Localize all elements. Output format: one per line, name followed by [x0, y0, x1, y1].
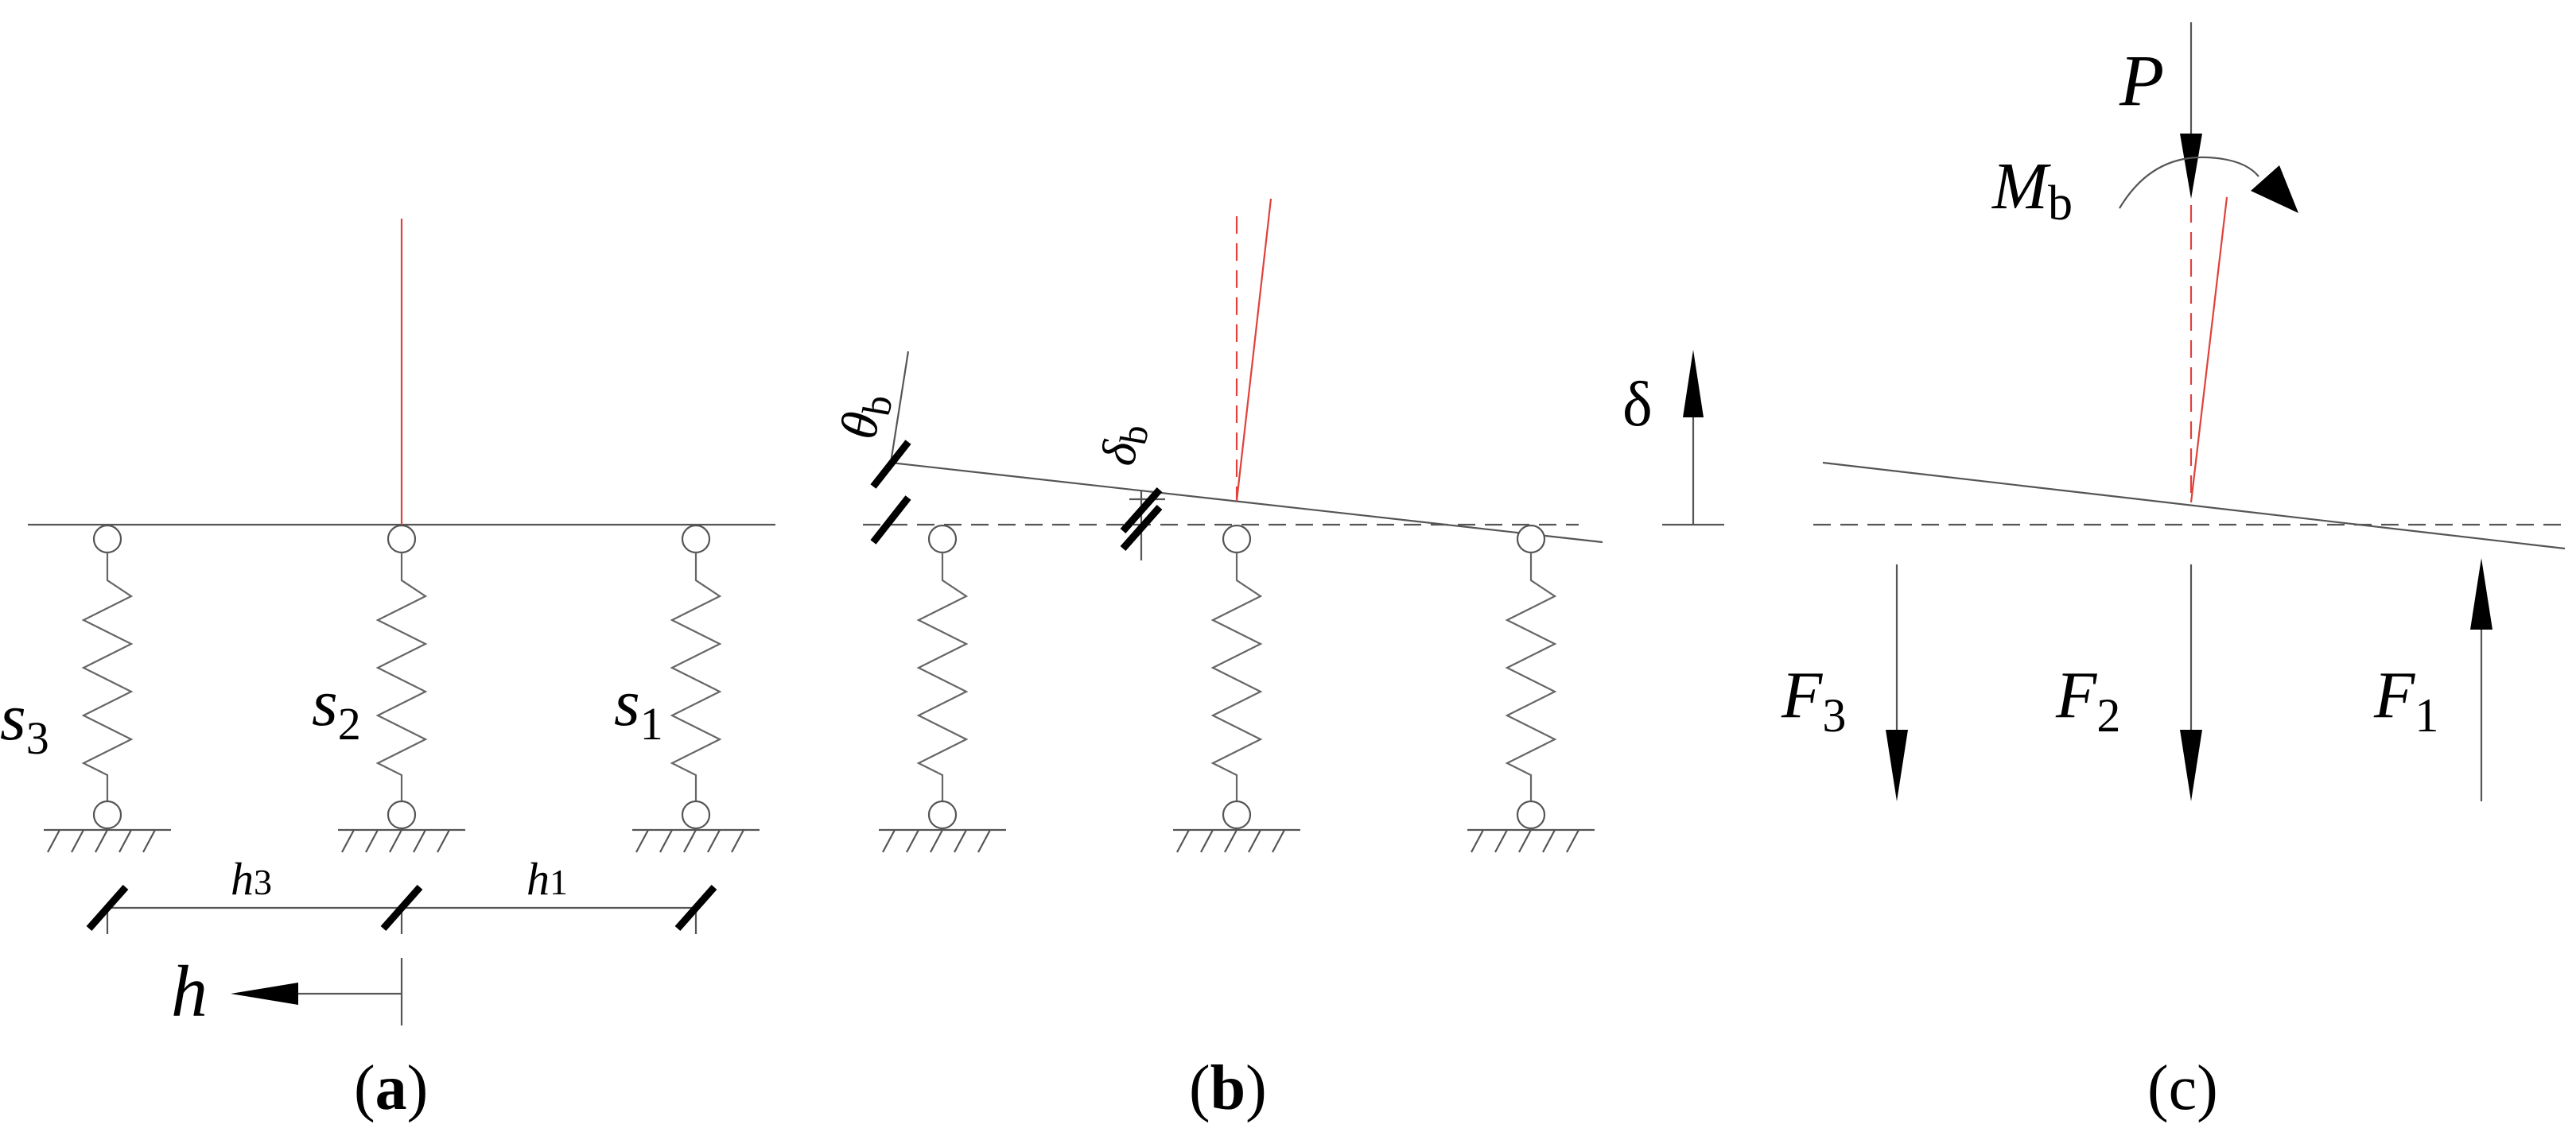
spring-label-s3: s3 — [0, 680, 49, 764]
spring-label-s2: s2 — [312, 666, 361, 750]
force-label-f2: F2 — [2055, 658, 2120, 742]
moment-label-mb: Mb — [1991, 149, 2073, 231]
panel-a: s3 s2 s1 h3 h1 h (a) — [0, 219, 775, 1123]
theta-reference-line — [889, 351, 910, 463]
rotated-rod-c — [2189, 196, 2228, 503]
rotated-rod-b — [1235, 198, 1272, 502]
force-label-f3: F3 — [1781, 658, 1846, 742]
delta-b-label: δb — [1091, 419, 1157, 471]
spring-a-left — [44, 524, 171, 853]
load-arrow-p — [2180, 22, 2202, 199]
delta-b-marker — [1120, 487, 1165, 560]
theta-b-label: θb — [830, 388, 901, 444]
force-arrow-f1 — [2470, 558, 2492, 801]
delta-label: δ — [1622, 370, 1653, 440]
panel-c: δ P Mb F3 F2 F1 — [1622, 22, 2566, 1123]
force-arrow-f3 — [1886, 564, 1908, 801]
tilted-beam-c — [1822, 461, 2566, 550]
h-axis-label: h — [171, 951, 208, 1032]
tilted-beam-b — [890, 461, 1603, 544]
spring-a-right — [632, 524, 760, 853]
h-axis-arrow — [231, 958, 403, 1026]
force-arrow-f2 — [2180, 564, 2202, 801]
moment-arrow-mb — [2119, 156, 2298, 213]
theta-b-marker — [870, 440, 911, 545]
force-label-f1: F1 — [2373, 658, 2438, 742]
spring-b-right — [1467, 524, 1595, 853]
dim-label-h1: h1 — [526, 853, 568, 905]
dimension-line — [86, 885, 717, 934]
caption-b: (b) — [1189, 1053, 1267, 1123]
spring-label-s1: s1 — [614, 666, 663, 750]
delta-arrow — [1662, 350, 1724, 526]
spring-a-mid — [338, 524, 465, 853]
spring-b-mid — [1173, 524, 1300, 853]
caption-c: (c) — [2147, 1053, 2218, 1123]
panel-b: θb δb (b) — [830, 198, 1603, 1123]
dim-label-h3: h3 — [231, 853, 272, 905]
spring-b-left — [879, 524, 1006, 853]
caption-a: (a) — [354, 1053, 428, 1123]
load-label-p: P — [2119, 40, 2164, 121]
